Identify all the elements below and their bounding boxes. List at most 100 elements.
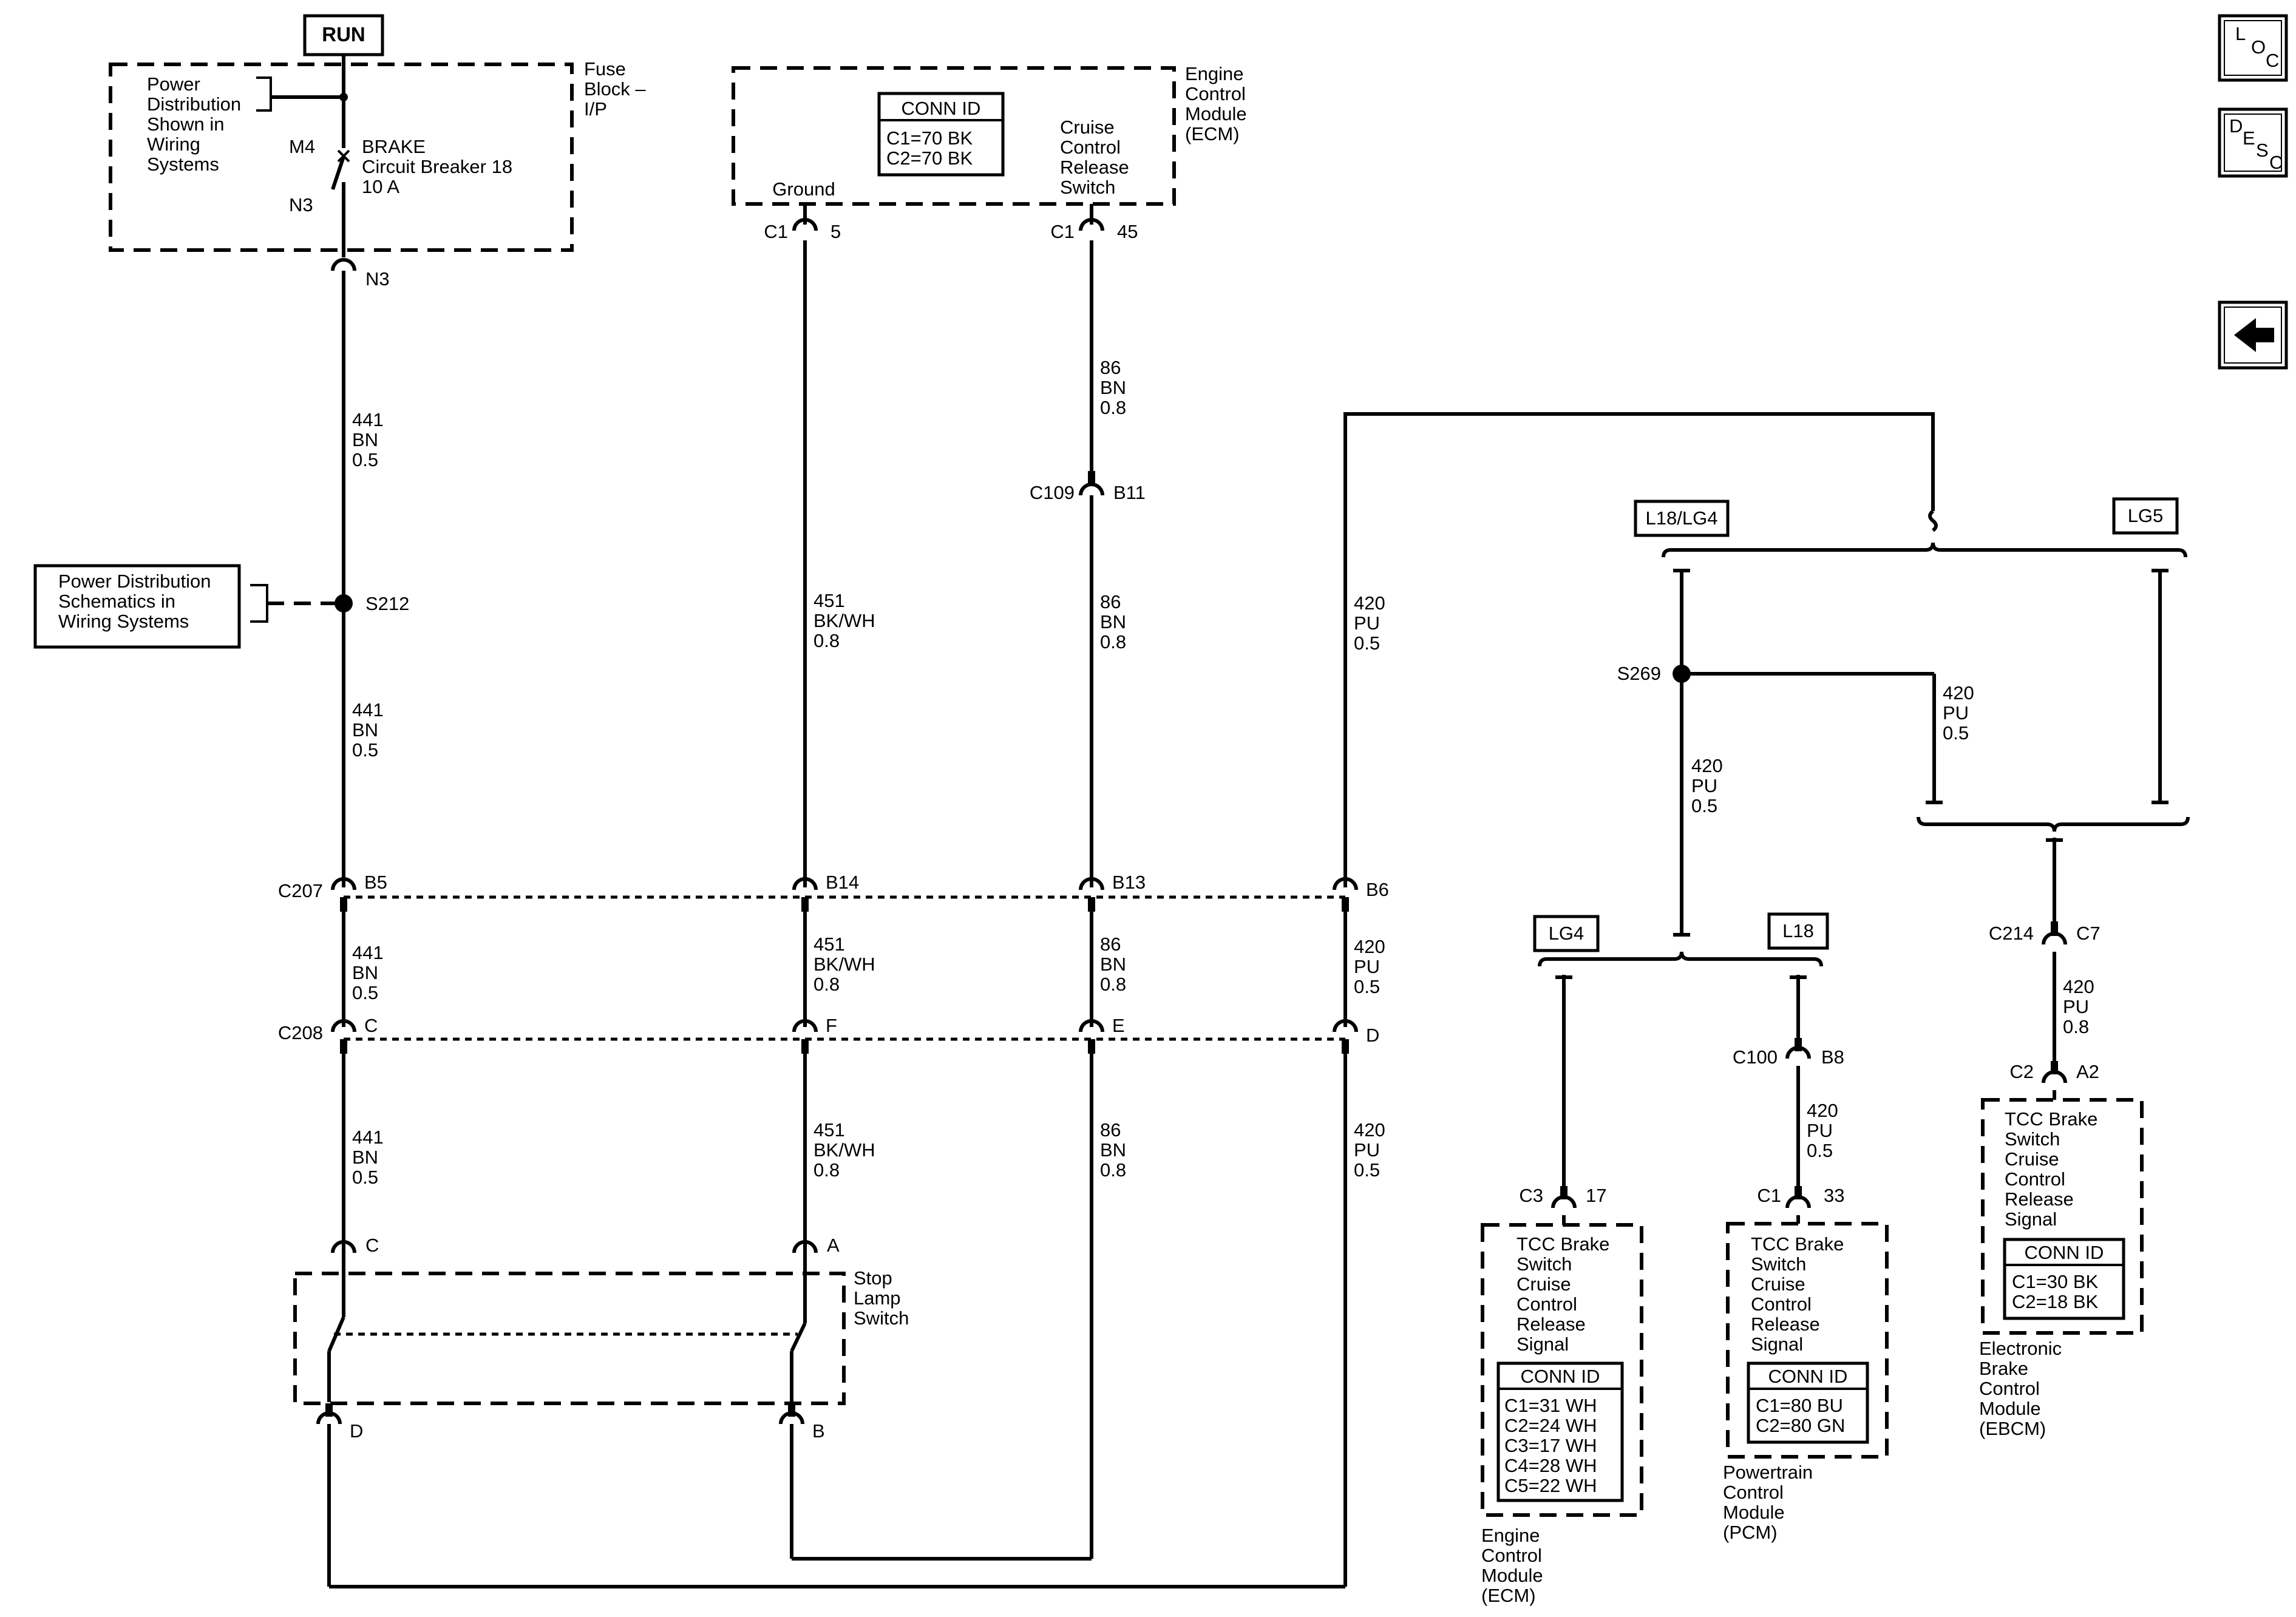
- breaker-line-1: BRAKE: [362, 136, 426, 157]
- w86-c-3: 0.8: [1100, 974, 1126, 995]
- w451-c-3: 0.8: [813, 1159, 840, 1181]
- pcm-signal-5: Release: [1751, 1314, 1820, 1335]
- ecm-bottom-signal-2: Switch: [1517, 1253, 1572, 1275]
- w86-d-3: 0.8: [1100, 1159, 1126, 1181]
- desc-letter-2: E: [2243, 127, 2255, 149]
- ecm-bottom-signal-4: Control: [1517, 1293, 1577, 1315]
- ecm-bottom-conn-3: C3=17 WH: [1504, 1435, 1597, 1456]
- power-dist-line-5: Systems: [147, 154, 219, 175]
- ecm-bottom-signal-6: Signal: [1517, 1334, 1569, 1355]
- ebcm-connid-label: CONN ID: [2025, 1242, 2104, 1263]
- option-l18-lg4: L18/LG4: [1646, 507, 1718, 529]
- c207-label: C207: [278, 880, 323, 901]
- n3-label: N3: [365, 268, 390, 290]
- connector-c208: C208 C F E D: [278, 1015, 1380, 1046]
- ebcm-outline: [1981, 1098, 2144, 1335]
- desc-letter-1: D: [2229, 115, 2243, 137]
- ecm-bottom-title-4: (ECM): [1481, 1585, 1536, 1606]
- option-branches: L18/LG4 LG5 S269 420 PU 0.5 420 PU 0.5 L…: [1533, 497, 2190, 1195]
- s212-label: S212: [365, 593, 409, 614]
- ecm-bottom-conn-4: C4=28 WH: [1504, 1455, 1597, 1476]
- w441-b-1: 441: [352, 699, 384, 720]
- left-arrow-icon: [2234, 318, 2274, 352]
- w441-b-2: BN: [352, 719, 378, 741]
- ebcm-conn-1: C1=30 BK: [2012, 1271, 2099, 1292]
- ecm-bottom-title-2: Control: [1481, 1545, 1542, 1566]
- w441-b-3: 0.5: [352, 739, 378, 761]
- stop-lamp-pin-a: A: [827, 1235, 840, 1256]
- option-lg4-box: [1533, 915, 1600, 952]
- w420-d-2: PU: [1943, 702, 1969, 724]
- stop-lamp-pin-d: D: [350, 1420, 363, 1442]
- ecm-bottom-pin-num: 17: [1586, 1185, 1606, 1206]
- power-dist-line-2: Distribution: [147, 93, 241, 115]
- c100-pin: B8: [1821, 1046, 1844, 1068]
- ecm-top-title-1: Engine: [1185, 63, 1244, 84]
- pcm-title-3: Module: [1723, 1502, 1785, 1523]
- n3-inner-label: N3: [289, 194, 313, 215]
- w441-c-1: 441: [352, 942, 384, 963]
- circuit-86: 86 BN 0.8 C109 B11 86 BN 0.8 86 BN 0.8 8…: [1030, 240, 1146, 1559]
- power-dist-ref-line-2: Schematics in: [58, 591, 175, 612]
- stop-lamp-pin-b: B: [812, 1420, 825, 1442]
- c208-pin-4: D: [1366, 1025, 1379, 1046]
- ecm-cruise-pin-num: 45: [1117, 221, 1138, 242]
- ebcm-pin-num: A2: [2076, 1061, 2099, 1082]
- w420-a-3: 0.5: [1354, 632, 1380, 654]
- w441-a-1: 441: [352, 409, 384, 430]
- pcm-signal-6: Signal: [1751, 1334, 1803, 1355]
- ecm-top-title-2: Control: [1185, 83, 1246, 104]
- desc-button[interactable]: D E S C: [2218, 107, 2288, 178]
- option-lg5: LG5: [2128, 505, 2164, 526]
- fuse-block-title-3: I/P: [584, 98, 607, 120]
- ecm-top-title-4: (ECM): [1185, 123, 1240, 144]
- ebcm-signal-4: Control: [2005, 1168, 2065, 1190]
- pcm-signal-1: TCC Brake: [1751, 1233, 1844, 1255]
- loc-letter-1: L: [2235, 23, 2246, 44]
- desc-letter-3: S: [2256, 140, 2269, 161]
- stop-lamp-title-2: Lamp: [854, 1287, 901, 1309]
- w420-c-2: PU: [1354, 1139, 1380, 1161]
- stop-lamp-title-1: Stop: [854, 1267, 892, 1289]
- ecm-top-conn-2: C2=70 BK: [886, 147, 973, 169]
- ecm-cruise-line-2: Control: [1060, 137, 1121, 158]
- w420-f-1: 420: [2063, 976, 2094, 997]
- pcm-signal-2: Switch: [1751, 1253, 1806, 1275]
- connector-c207: C207 B5 B14 B13 B6: [278, 872, 1389, 901]
- w420-e-2: PU: [1691, 775, 1717, 796]
- desc-letter-4: C: [2269, 152, 2283, 173]
- b11-label: B11: [1113, 482, 1146, 503]
- w86-b-1: 86: [1100, 591, 1121, 612]
- w451-a-2: BK/WH: [813, 610, 875, 631]
- w420-b-2: PU: [1354, 956, 1380, 977]
- back-button[interactable]: [2218, 300, 2288, 370]
- w86-a-3: 0.8: [1100, 397, 1126, 418]
- circuit-420-main: 420 PU 0.5 420 PU 0.5 420 PU 0.5: [1343, 412, 1935, 1587]
- w420-a-1: 420: [1354, 592, 1385, 614]
- ebcm-connid-box: [2003, 1238, 2125, 1320]
- pcm-title-1: Powertrain: [1723, 1462, 1813, 1483]
- circuit-451: 451 BK/WH 0.8 451 BK/WH 0.8 451 BK/WH 0.…: [803, 240, 875, 1250]
- c100-label: C100: [1733, 1046, 1778, 1068]
- breaker-line-3: 10 A: [362, 176, 399, 197]
- ecm-ground-label: Ground: [772, 178, 835, 200]
- ecm-bottom-title-1: Engine: [1481, 1525, 1540, 1546]
- w86-c-1: 86: [1100, 934, 1121, 955]
- pcm-conn-1: C1=80 BU: [1756, 1395, 1843, 1416]
- w86-d-2: BN: [1100, 1139, 1126, 1161]
- ebcm-pin-conn: C2: [2009, 1061, 2034, 1082]
- w420-c-3: 0.5: [1354, 1159, 1380, 1181]
- power-dist-line-1: Power: [147, 73, 200, 95]
- connector-symbols: [316, 218, 2067, 1425]
- w420-d-1: 420: [1943, 682, 1974, 703]
- circuit-441: N3 S212 441 BN 0.5 441 BN 0.5 441 BN 0.5…: [335, 268, 409, 1250]
- w441-c-3: 0.5: [352, 982, 378, 1003]
- loc-button[interactable]: L O C: [2218, 14, 2288, 82]
- w451-b-3: 0.8: [813, 974, 840, 995]
- pcm-outline: [1726, 1222, 1889, 1459]
- ebcm-signal-2: Switch: [2005, 1128, 2060, 1150]
- pcm-conn-2: C2=80 GN: [1756, 1415, 1845, 1436]
- ecm-top-conn-1: C1=70 BK: [886, 127, 973, 149]
- w420-e-1: 420: [1691, 755, 1723, 776]
